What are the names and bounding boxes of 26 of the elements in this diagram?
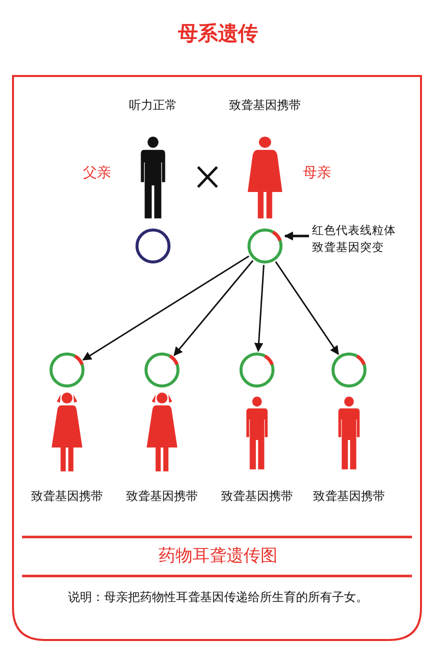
arrow (82, 255, 250, 361)
annotation-text: 红色代表线粒体致聋基因突变 (312, 222, 398, 256)
woman-figure (247, 136, 283, 219)
ring-symbol (134, 227, 172, 265)
arrow (284, 232, 309, 240)
arrow (174, 260, 254, 356)
ring-symbol (246, 227, 284, 265)
figure-label: 母亲 (302, 164, 332, 182)
figure-label: 致聋基因携带 (220, 488, 294, 505)
figure-label: 致聋基因携带 (312, 488, 386, 505)
ring-symbol (238, 351, 276, 389)
section-heading: 药物耳聋遗传图 (158, 545, 278, 567)
ring-symbol (330, 351, 368, 389)
figure-label: 致聋基因携带 (125, 488, 199, 505)
arrow (254, 264, 265, 352)
figure-label: 父亲 (82, 164, 112, 182)
girl-figure (51, 392, 83, 472)
ring-symbol (48, 351, 86, 389)
girl-figure (146, 392, 178, 472)
figure-label: 听力正常 (128, 97, 178, 114)
note-text: 说明：母亲把药物性耳聋基因传递给所生育的所有子女。 (67, 589, 369, 606)
figure-label: 致聋基因携带 (228, 97, 302, 114)
figure-label: 致聋基因携带 (30, 488, 104, 505)
arrow (275, 261, 339, 356)
ring-symbol (143, 351, 181, 389)
title: 母系遗传 (177, 20, 259, 47)
